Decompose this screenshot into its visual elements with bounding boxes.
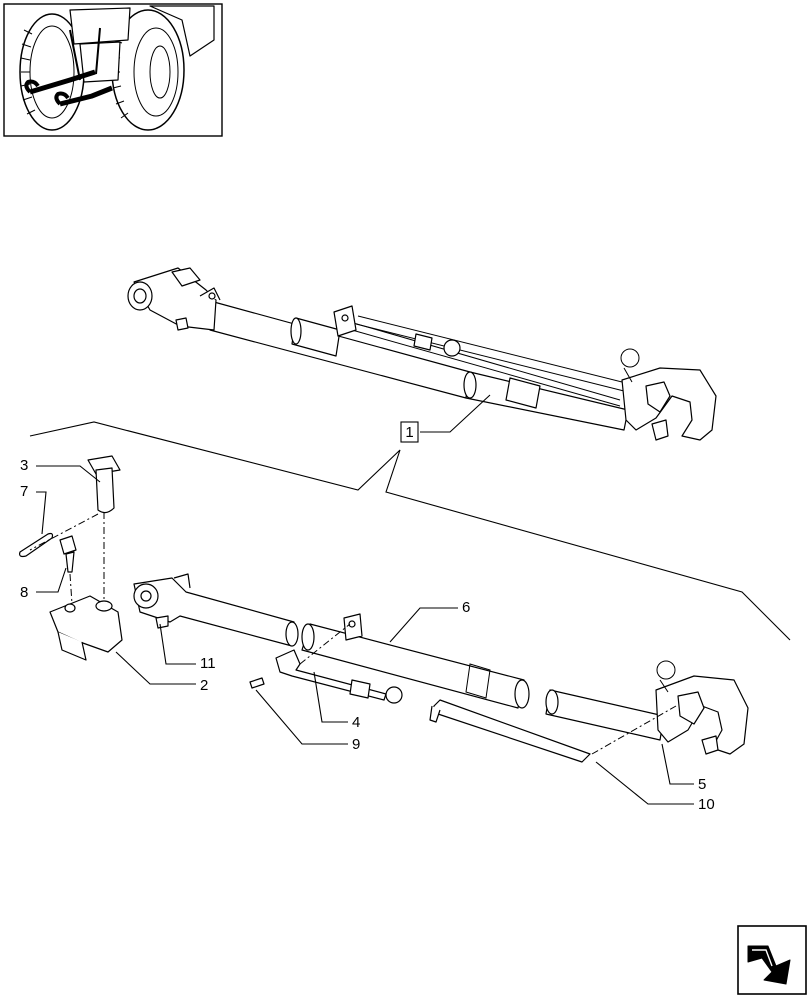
assembly-line-rod	[591, 705, 677, 755]
part-2-yoke-end	[49, 595, 123, 661]
callout-2: 2	[200, 677, 208, 694]
part-6-sleeve	[301, 613, 530, 709]
leader-9	[255, 689, 348, 745]
leader-11	[159, 623, 196, 665]
assembly-callout-label: 1	[405, 424, 413, 441]
callout-9: 9	[352, 736, 360, 753]
leader-1	[420, 394, 491, 433]
assembly-line-nipple	[69, 573, 73, 605]
assembly-line-clip	[29, 513, 99, 551]
callout-3: 3	[20, 457, 28, 474]
callout-11: 11	[200, 655, 216, 672]
part-7-clip	[19, 532, 54, 558]
assembly-line-handle	[299, 623, 351, 665]
top-link-assembly	[127, 267, 717, 441]
leader-3	[36, 465, 101, 483]
part-10-bent-rod	[429, 699, 591, 763]
explode-bracket	[29, 421, 791, 641]
callout-10: 10	[698, 796, 715, 813]
tractor-thumbnail	[3, 3, 223, 137]
leader-2	[115, 651, 196, 685]
leader-6	[389, 607, 458, 643]
part-3-pin	[87, 455, 121, 514]
callout-8: 8	[20, 584, 28, 601]
next-page-arrow-icon[interactable]	[737, 925, 807, 995]
callout-4: 4	[352, 714, 360, 731]
leader-8	[36, 567, 67, 593]
part-5-hook-end	[545, 660, 749, 755]
part-4-handle-rod	[275, 649, 403, 704]
part-11-eye-end	[133, 573, 299, 647]
leader-7	[36, 491, 47, 535]
leader-4	[313, 671, 348, 723]
callout-5: 5	[698, 776, 706, 793]
leader-10	[595, 761, 694, 805]
assembly-callout-box: 1	[400, 421, 419, 443]
callout-7: 7	[20, 483, 28, 500]
part-9-small-pin	[249, 677, 265, 689]
callout-6: 6	[462, 599, 470, 616]
part-8-grease-nipple	[59, 535, 77, 573]
leader-5	[661, 743, 694, 785]
